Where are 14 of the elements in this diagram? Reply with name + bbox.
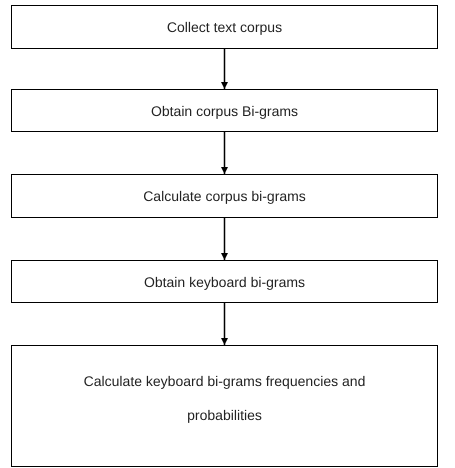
arrow xyxy=(221,218,228,260)
process-box xyxy=(11,5,438,49)
process-box xyxy=(11,260,438,303)
step-text: Collect text corpus xyxy=(166,18,282,36)
arrow xyxy=(221,303,228,345)
arrow xyxy=(221,132,228,174)
process-box xyxy=(11,89,438,132)
process-box xyxy=(11,345,438,467)
process-box xyxy=(11,174,438,218)
step-text: Obtain corpus Bi-grams xyxy=(150,102,298,120)
step-text: Calculate keyboard bi-grams frequencies and probabilities xyxy=(82,372,366,425)
arrow xyxy=(221,49,228,89)
step-text: Obtain keyboard bi-grams xyxy=(144,272,306,290)
step-text: Calculate corpus bi-grams xyxy=(143,187,306,205)
